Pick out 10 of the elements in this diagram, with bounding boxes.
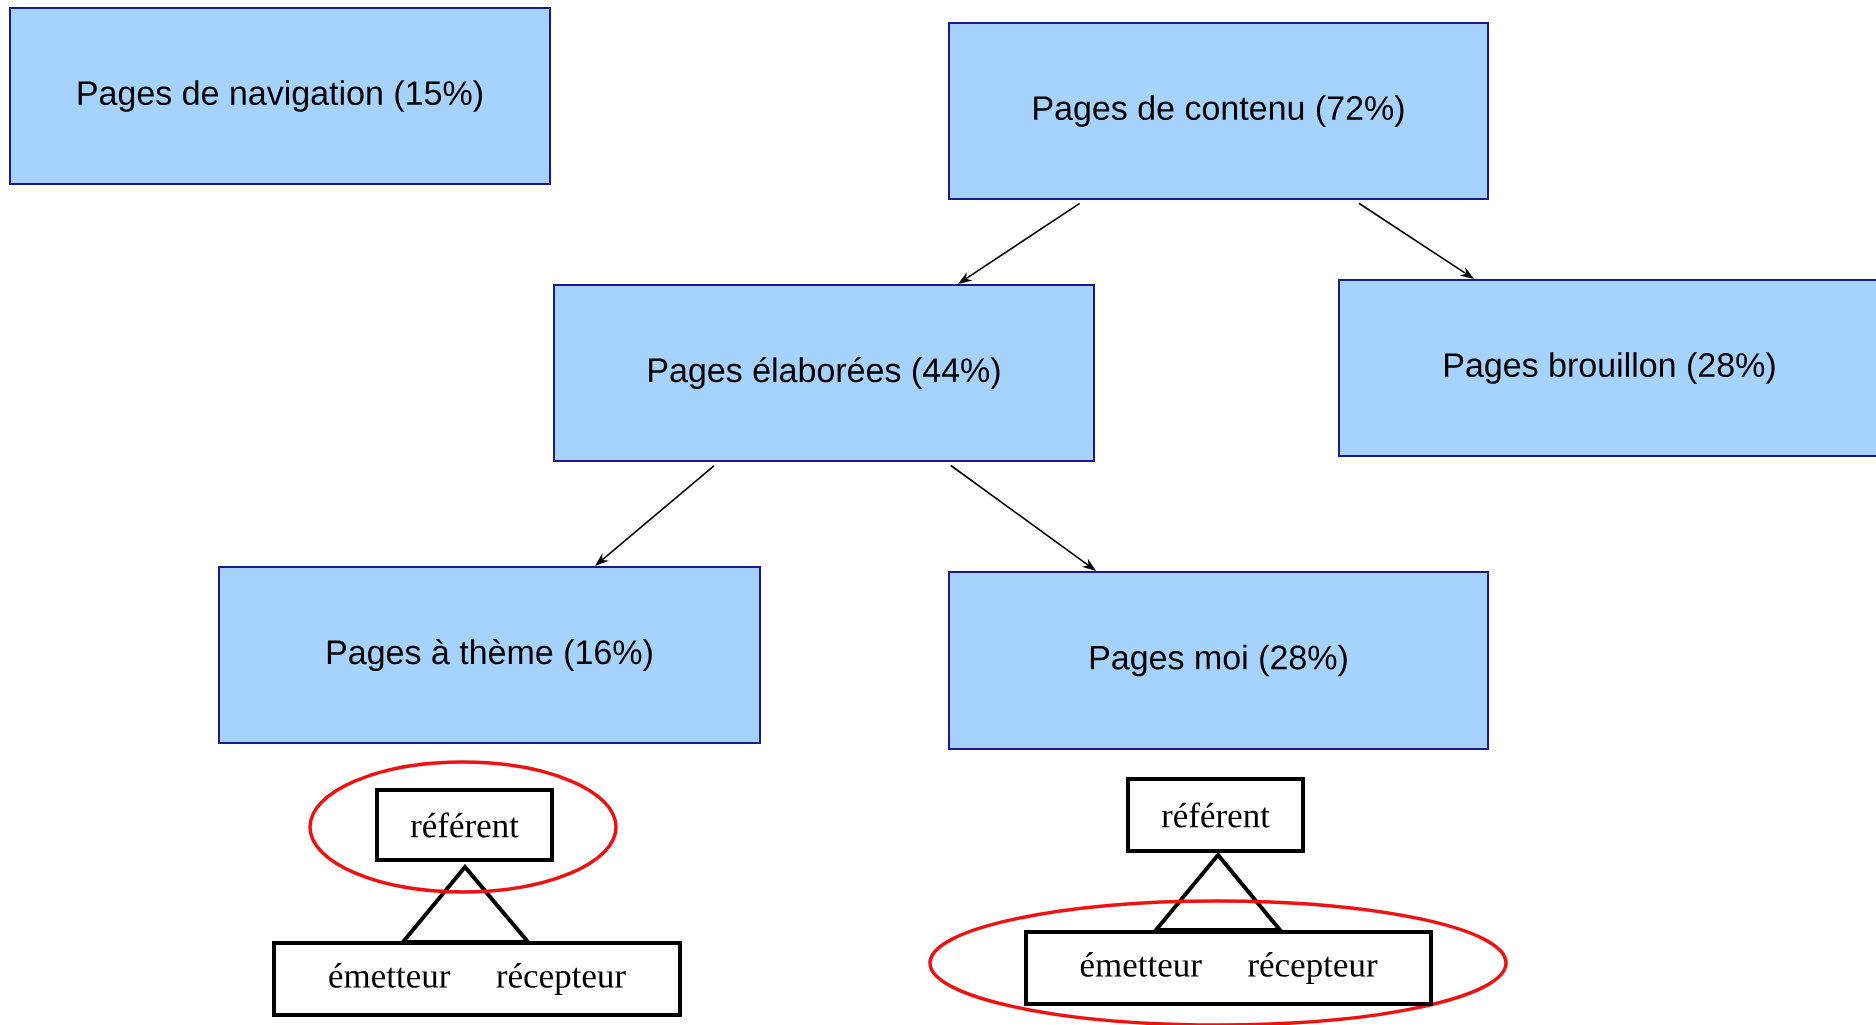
page-box: Pages de contenu (72%) bbox=[948, 22, 1489, 200]
term-box: émetteur récepteur bbox=[1024, 930, 1433, 1006]
page-box: Pages moi (28%) bbox=[948, 571, 1489, 750]
page-box: Pages à thème (16%) bbox=[218, 566, 761, 744]
page-box: Pages élaborées (44%) bbox=[553, 284, 1095, 462]
term-box: émetteur récepteur bbox=[272, 941, 682, 1017]
page-box: Pages brouillon (28%) bbox=[1338, 279, 1876, 457]
term-box: référent bbox=[375, 788, 554, 862]
term-box: référent bbox=[1126, 777, 1305, 853]
page-box: Pages de navigation (15%) bbox=[9, 7, 551, 185]
